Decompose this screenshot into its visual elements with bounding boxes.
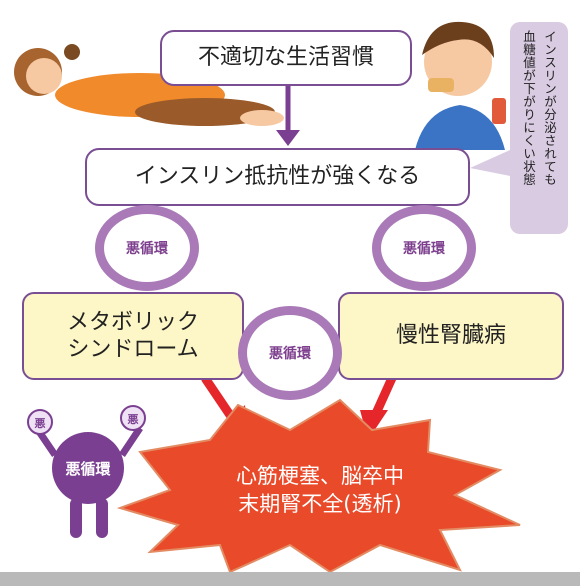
cycle-center-label: 悪循環 [269, 346, 311, 362]
lifestyle-label: 不適切な生活習慣 [197, 45, 374, 71]
metabolic-line2: シンドローム [67, 337, 199, 362]
ckd-label: 慢性腎臓病 [395, 323, 506, 349]
lifestyle-box: 不適切な生活習慣 [160, 30, 412, 86]
outcome-line1: 心筋梗塞、脳卒中 [236, 464, 404, 488]
cycle-left-label: 悪循環 [126, 241, 168, 257]
virus-mascot-illustration [27, 405, 146, 538]
cycle-right-label: 悪循環 [403, 241, 445, 257]
metabolic-syndrome-box: メタボリック シンドローム [22, 292, 244, 380]
outcome-text: 心筋梗塞、脳卒中 末期腎不全(透析) [170, 462, 470, 519]
mascot-badge-left: 悪 [35, 417, 46, 430]
mascot-badge-right: 悪 [128, 413, 139, 426]
note-pointer [470, 150, 510, 176]
red-arrow-left-icon [201, 375, 236, 421]
insulin-resistance-label: インスリン抵抗性が強くなる [134, 164, 421, 190]
cycle-right: 悪循環 [372, 205, 476, 291]
mascot-label: 悪循環 [65, 460, 111, 478]
cycle-left: 悪循環 [95, 205, 199, 291]
insulin-note: インスリンが分泌されても 血糖値が下がりにくい状態 [510, 22, 568, 234]
metabolic-line1: メタボリック [66, 309, 199, 335]
note-line1: インスリンが分泌されても [542, 30, 557, 186]
ckd-box: 慢性腎臓病 [338, 292, 564, 380]
outcome-line2: 末期腎不全(透析) [238, 492, 402, 517]
eating-man-illustration [415, 21, 506, 150]
outcome-burst [116, 398, 521, 574]
cycle-center: 悪循環 [238, 306, 342, 400]
insulin-resistance-box: インスリン抵抗性が強くなる [85, 148, 470, 206]
note-line2: 血糖値が下がりにくい状態 [521, 30, 536, 186]
bottom-bar [0, 572, 580, 586]
